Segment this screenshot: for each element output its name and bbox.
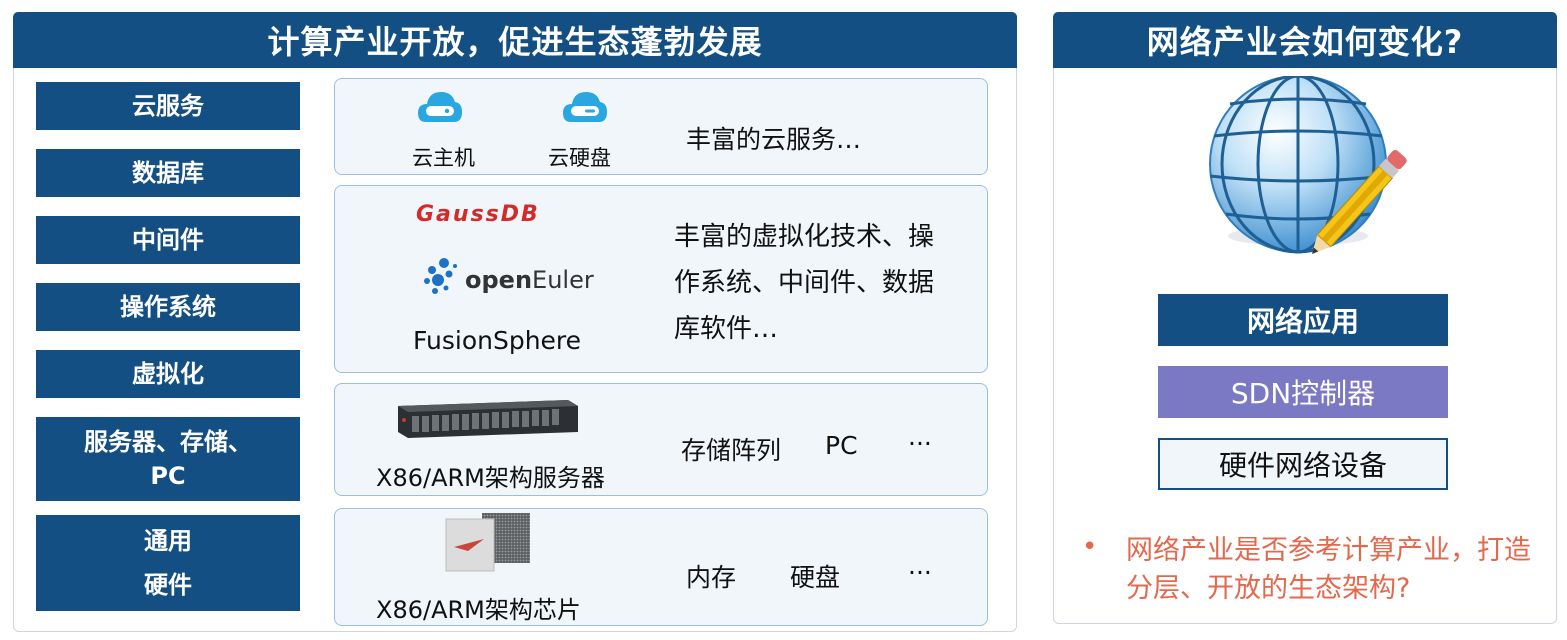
layer-server-storage-pc: 服务器、存储、 PC: [36, 417, 300, 501]
openeuler-logo-text: openEuler: [465, 266, 594, 294]
rack-server-image: [398, 400, 578, 438]
server-box: [334, 383, 988, 496]
layer-os: 操作系统: [36, 283, 300, 331]
layer-general-hardware: 通用 硬件: [36, 515, 300, 611]
network-question: 网络产业是否参考计算产业，打造分层、开放的生态架构?: [1126, 535, 1531, 604]
openeuler-logo-euler: Euler: [532, 266, 594, 294]
storage-array-label: 存储阵列: [681, 436, 782, 465]
software-desc: 丰富的虚拟化技术、操作系统、中间件、数据库软件…: [674, 222, 935, 344]
cloud-host-icon: [418, 92, 462, 122]
layer-database: 数据库: [36, 149, 300, 197]
cloud-services-desc: 丰富的云服务…: [686, 125, 862, 154]
layer-middleware: 中间件: [36, 216, 300, 264]
openeuler-logo-icon: [424, 258, 457, 294]
hardware-network-layer: 硬件网络设备: [1158, 438, 1448, 490]
cloud-disk-label: 云硬盘: [548, 146, 611, 170]
disk-label: 硬盘: [790, 563, 841, 592]
layer-virtualization: 虚拟化: [36, 350, 300, 398]
openeuler-logo-open: open: [465, 266, 533, 294]
gaussdb-logo: GaussDB: [416, 202, 540, 227]
chip-caption: X86/ARM架构芯片: [376, 596, 581, 624]
left-title: 计算产业开放，促进生态蓬勃发展: [13, 12, 1017, 68]
bullet-dot: •: [1082, 532, 1098, 562]
server-caption: X86/ARM架构服务器: [376, 464, 605, 492]
sdn-controller-layer: SDN控制器: [1158, 366, 1448, 418]
chip-image: [445, 513, 530, 572]
memory-label: 内存: [686, 563, 737, 592]
network-app-layer: 网络应用: [1158, 294, 1448, 346]
globe-pencil-icon: [1209, 76, 1407, 254]
right-title: 网络产业会如何变化?: [1053, 12, 1557, 68]
chip-box: [334, 508, 988, 626]
server-ellipsis: ···: [908, 429, 932, 458]
fusionsphere-label: FusionSphere: [413, 326, 582, 355]
cloud-disk-icon: [563, 92, 607, 122]
cloud-host-label: 云主机: [412, 146, 475, 170]
pc-label: PC: [825, 431, 858, 460]
layer-cloud-service: 云服务: [36, 82, 300, 130]
chip-ellipsis: ···: [908, 558, 932, 587]
